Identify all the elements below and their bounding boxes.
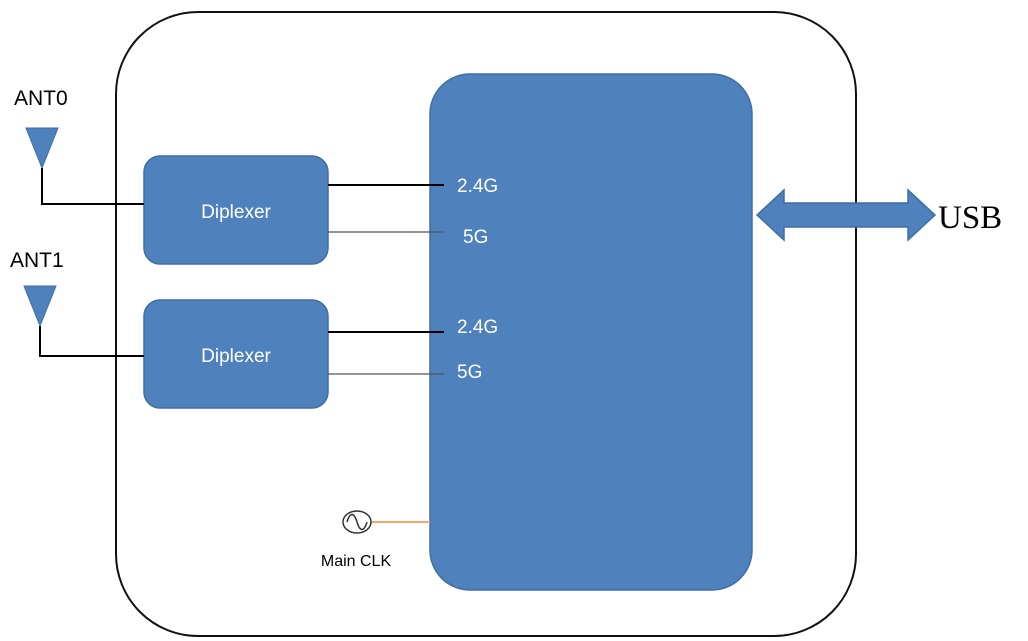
antenna-0-label: ANT0 [14, 87, 68, 110]
antenna-1-icon [23, 285, 57, 328]
antenna-1-label: ANT1 [10, 249, 64, 272]
usb-label: USB [938, 200, 1002, 236]
sine-wave-icon [346, 513, 368, 531]
usb-double-arrow-icon [755, 188, 937, 242]
diplexer-block-1 [143, 299, 329, 409]
port-label-2g4-1: 2.4G [457, 317, 498, 338]
diplexer-0-label: Diplexer [201, 202, 271, 223]
clock-label: Main CLK [321, 553, 392, 570]
antenna-1-feed-line [39, 326, 144, 357]
port-label-2g4-0: 2.4G [457, 176, 498, 197]
antenna-0-feed-line [41, 168, 144, 205]
diplexer-1-label: Diplexer [201, 346, 271, 367]
antenna-0-icon [25, 127, 59, 170]
module-enclosure [115, 11, 857, 637]
port-label-5g-0: 5G [463, 227, 488, 248]
diplexer-block-0 [143, 155, 329, 265]
port-label-5g-1: 5G [457, 362, 482, 383]
